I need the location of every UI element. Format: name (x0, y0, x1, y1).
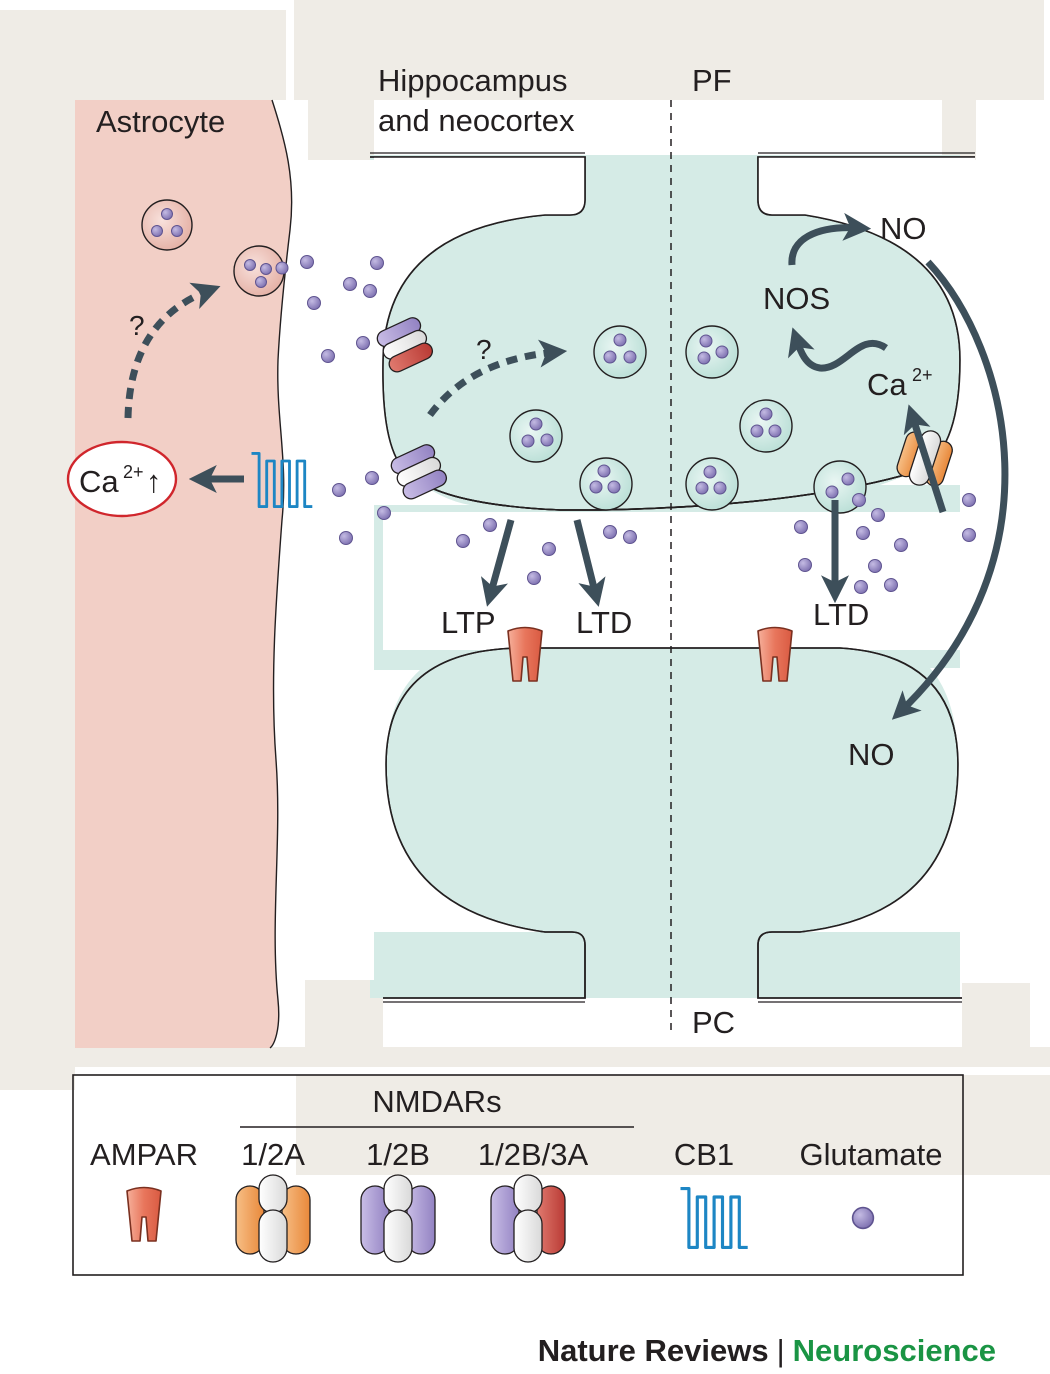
presynaptic-dashed-arrow (427, 339, 568, 418)
glutamate-dot (856, 526, 870, 540)
legend-label-ampar: AMPAR (90, 1137, 198, 1172)
bg-block-legend (296, 1075, 1050, 1175)
legend-nmdars-title: NMDARs (372, 1084, 501, 1119)
legend-label-cb1: CB1 (674, 1137, 734, 1172)
nos-to-no-arrow (788, 212, 872, 266)
nos-label: NOS (763, 281, 830, 316)
glutamate-dot (962, 493, 976, 507)
glutamate-dot (542, 542, 556, 556)
glutamate-dot (363, 284, 377, 298)
ltd-left-arrow (573, 519, 606, 607)
pf-label: PF (692, 63, 732, 98)
nmdar-1-2b-3a-presynaptic (376, 317, 434, 373)
ca-to-nos-arrow (788, 327, 888, 372)
journal-credit: Nature Reviews|Neuroscience (538, 1333, 996, 1369)
journal-separator: | (776, 1333, 785, 1368)
glutamate-icon (851, 1206, 875, 1230)
glutamate-dot (456, 534, 470, 548)
glutamate-dot (884, 578, 898, 592)
bg-block-top-inner-right (942, 100, 976, 164)
vesicle (739, 399, 793, 453)
ltd-left-label: LTD (576, 605, 632, 640)
glutamate-dot (377, 506, 391, 520)
bg-block-top-left (0, 10, 286, 100)
astrocyte-vesicle-1 (141, 199, 193, 251)
glutamate-dot (868, 559, 882, 573)
bg-block-top-inner-left (308, 100, 374, 164)
glutamate-dot (332, 483, 346, 497)
question-mark-astrocyte: ? (129, 310, 145, 341)
ltd-right-label: LTD (813, 597, 869, 632)
journal-subject: Neuroscience (792, 1333, 996, 1368)
nmdar-1-2b-icon (360, 1174, 436, 1263)
bg-block-top (294, 0, 1044, 100)
astrocyte-label: Astrocyte (96, 104, 225, 139)
ca-astro-arrow: ↑ (146, 464, 162, 499)
glutamate-dot (962, 528, 976, 542)
legend-label-glutamate: Glutamate (799, 1137, 942, 1172)
ca-astro-label: Ca (79, 464, 119, 499)
vesicle (593, 325, 647, 379)
glutamate-dot (798, 558, 812, 572)
astrocyte-body (75, 100, 292, 1048)
glutamate-dot (794, 520, 808, 534)
legend-frame (72, 1074, 964, 1276)
glutamate-dot (343, 277, 357, 291)
legend-label-1-2a: 1/2A (241, 1137, 305, 1172)
bg-band-bottom (0, 1047, 1050, 1067)
legend-label-1-2b-3a: 1/2B/3A (478, 1137, 589, 1172)
calcium-influx-arrow (903, 404, 947, 514)
glutamate-dot (300, 255, 314, 269)
glutamate-dot (483, 518, 497, 532)
glutamate-dot (527, 571, 541, 585)
glutamate-dot (321, 349, 335, 363)
question-mark-presynaptic: ? (476, 334, 492, 365)
journal-name: Nature Reviews (537, 1333, 769, 1368)
glutamate-dot (623, 530, 637, 544)
ltp-arrow (480, 519, 515, 607)
glutamate-dot (603, 525, 617, 539)
no-retrograde-arrow (891, 259, 1009, 720)
glutamate-dot (307, 296, 321, 310)
hippocampus-label-line1: Hippocampus (378, 63, 568, 98)
ca-astro-superscript: 2+ (123, 462, 144, 482)
glutamate-dot (854, 580, 868, 594)
ca-pf-label: Ca (867, 367, 907, 402)
astrocyte-release-arrow (124, 282, 221, 419)
background-blocks (0, 0, 1050, 1175)
pc-label: PC (692, 1005, 735, 1040)
no-top-label: NO (880, 211, 927, 246)
glutamate-dot (365, 471, 379, 485)
no-bottom-label: NO (848, 737, 895, 772)
glutamate-dot (871, 508, 885, 522)
nmdar-1-2b-presynaptic (390, 444, 448, 500)
ca-pf-superscript: 2+ (912, 365, 933, 385)
vesicle-docked (685, 457, 739, 511)
vesicle-docked (579, 457, 633, 511)
glutamate-dot (894, 538, 908, 552)
glutamate-dot (339, 531, 353, 545)
hippocampus-label-line2: and neocortex (378, 103, 575, 138)
nmdar-1-2a-icon (235, 1174, 311, 1263)
synaptic-vesicles (509, 325, 867, 514)
vesicle (685, 325, 739, 379)
bg-block-left (0, 100, 75, 1090)
legend: NMDARs AMPAR 1/2A 1/2B 1/2B/3A CB1 Gluta… (72, 1074, 964, 1276)
glutamate-dot (852, 493, 866, 507)
vesicle (509, 409, 563, 463)
legend-label-1-2b: 1/2B (366, 1137, 430, 1172)
astrocyte-calcium-indicator: Ca 2+ ↑ (66, 440, 178, 518)
ltp-label: LTP (441, 605, 496, 640)
astrocyte-vesicle-2 (233, 245, 289, 297)
glutamate-dot (370, 256, 384, 270)
astrocyte-membrane (269, 99, 293, 1049)
glutamate-dot (356, 336, 370, 350)
bg-block-bottom-right (962, 983, 1030, 1053)
nmdar-1-2b-3a-icon (490, 1174, 566, 1263)
